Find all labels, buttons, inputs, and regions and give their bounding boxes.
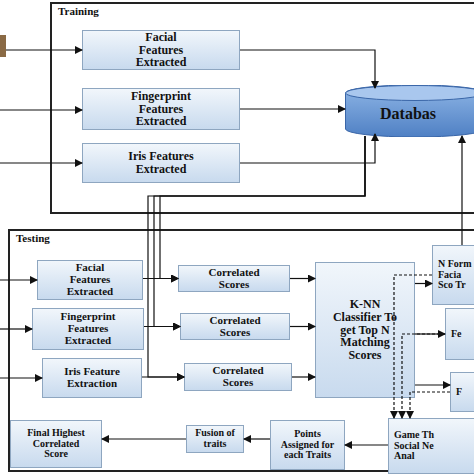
process-box: Correlated Scores — [180, 313, 290, 340]
process-box: Fingerprint Features Extracted — [82, 88, 240, 130]
node-label: Correlated Scores — [199, 267, 269, 291]
process-box: Correlated Scores — [184, 363, 292, 391]
node-label: Points Assigned for each Traits — [280, 429, 336, 461]
node-label: K-NN Classifier To get Top N Matching Sc… — [326, 298, 404, 363]
node-label: Facial Features Extracted — [126, 31, 196, 70]
node-label: Fe — [451, 329, 474, 340]
node-label: Iris Features Extracted — [126, 150, 196, 176]
process-box: Fe — [445, 308, 474, 360]
process-box: Facial Features Extracted — [37, 260, 143, 300]
process-box: Facial Features Extracted — [82, 30, 240, 70]
classifier-box: K-NN Classifier To get Top N Matching Sc… — [315, 262, 415, 398]
node-label: Facial Features Extracted — [55, 262, 125, 298]
node-label: F — [456, 387, 474, 398]
group-panel: TestingFacial Features ExtractedFingerpr… — [8, 229, 474, 472]
process-box: Game Th Social Ne Anal — [388, 418, 474, 474]
process-box: Points Assigned for each Traits — [270, 420, 345, 470]
process-box: Fusion of traits — [186, 425, 244, 453]
process-box: Iris Feature Extraction — [42, 358, 142, 398]
cylinder-body — [346, 85, 474, 137]
process-box: Final Highest Correlated Score — [10, 420, 102, 468]
node-label: Databas — [380, 99, 436, 122]
process-box: N Form Facia Sco Tr — [432, 245, 474, 305]
node-label: N Form Facia Sco Tr — [438, 259, 474, 291]
group-heading: Training — [58, 6, 99, 18]
database-cylinder: Databas — [345, 85, 474, 137]
process-box: Correlated Scores — [178, 265, 290, 292]
process-box: F — [450, 372, 474, 412]
group-panel: TrainingFacial Features ExtractedFingerp… — [50, 2, 474, 214]
node-label: Fingerprint Features Extracted — [126, 90, 196, 129]
node-label: Correlated Scores — [203, 365, 273, 389]
process-box: Fingerprint Features Extracted — [32, 308, 144, 350]
input-image — [0, 35, 6, 57]
node-label: Iris Feature Extraction — [57, 366, 127, 390]
node-label: Game Th Social Ne Anal — [394, 430, 446, 462]
process-box: Iris Features Extracted — [82, 143, 240, 183]
node-label: Fusion of traits — [194, 428, 236, 450]
group-heading: Testing — [16, 233, 50, 245]
node-label: Correlated Scores — [200, 315, 270, 339]
cylinder-top — [346, 86, 474, 101]
node-label: Fingerprint Features Extracted — [53, 311, 123, 347]
node-label: Final Highest Correlated Score — [24, 428, 88, 460]
